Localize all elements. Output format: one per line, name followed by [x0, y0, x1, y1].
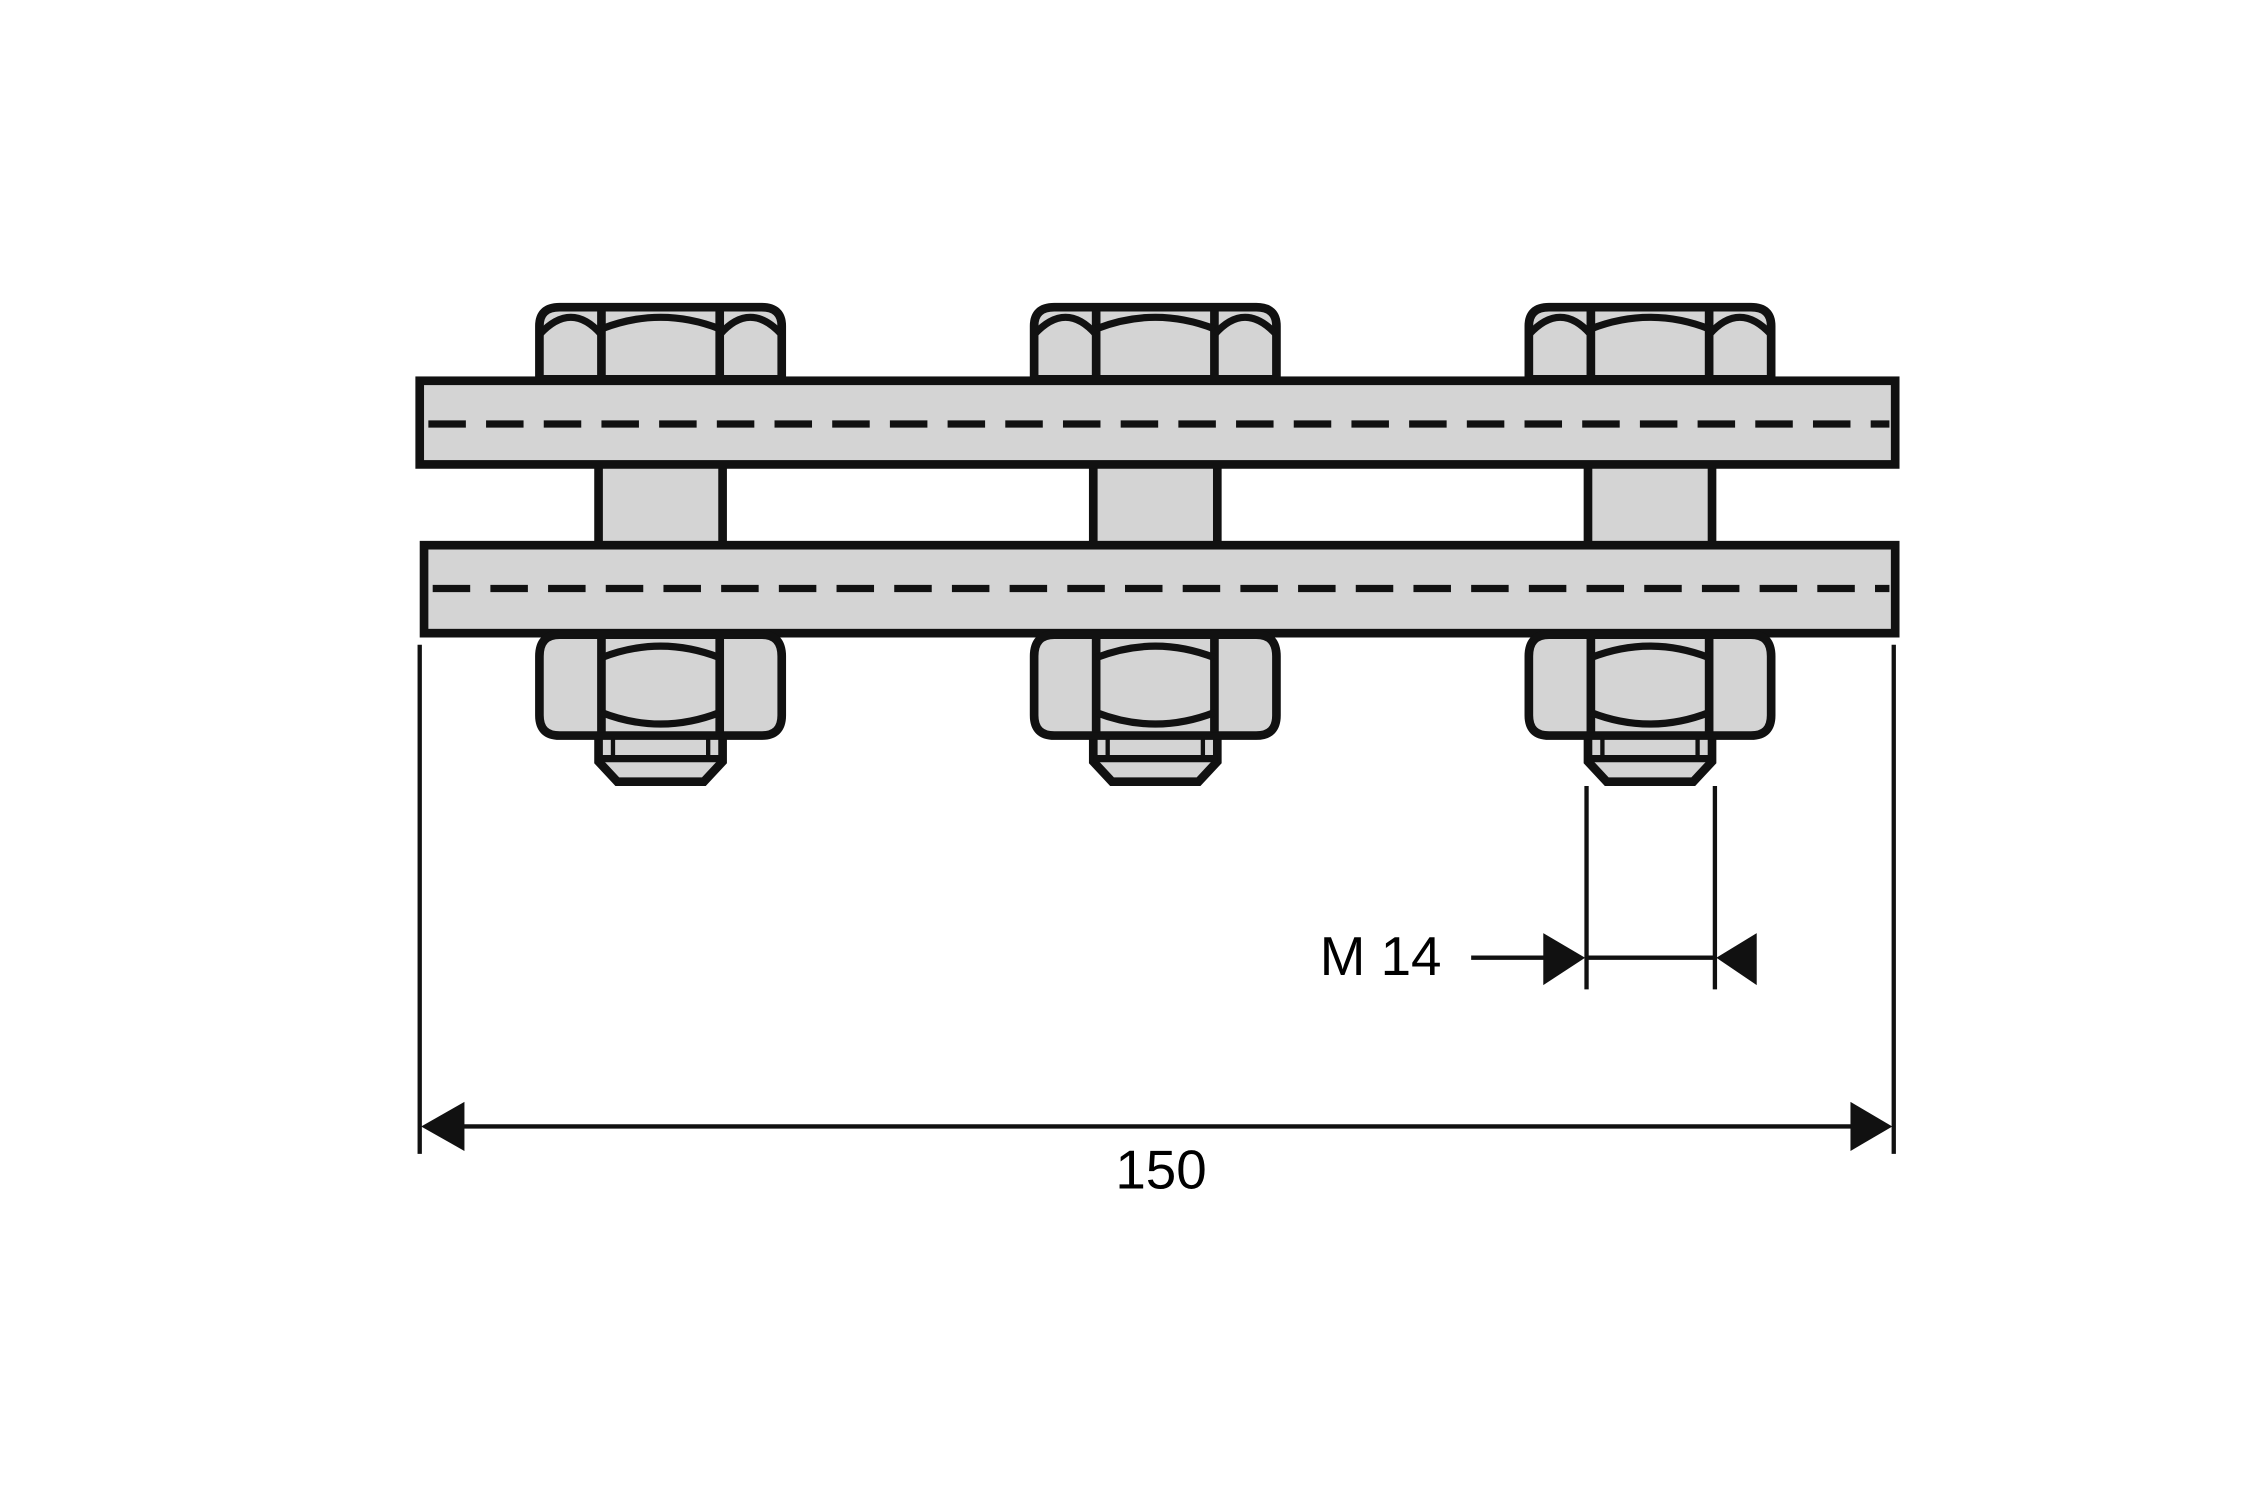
bolt-head — [1524, 302, 1776, 384]
bolt-1 — [535, 630, 787, 787]
bolt-shank — [594, 457, 727, 553]
overall-length-label: 150 — [1115, 1138, 1206, 1200]
bolt-head — [1029, 302, 1281, 384]
bolt-end — [1583, 728, 1717, 787]
arrowhead-left — [1716, 933, 1757, 986]
bolt-end — [1088, 728, 1222, 787]
bolt-3 — [1524, 630, 1776, 787]
bolt-end — [594, 728, 727, 787]
bolt-2 — [1029, 630, 1281, 787]
nut — [1524, 630, 1776, 740]
nut — [535, 630, 787, 740]
overall-dimension: 150 — [417, 644, 1896, 1200]
arrowhead-left — [421, 1101, 465, 1151]
nut — [1029, 630, 1281, 740]
bolt-shank — [1583, 457, 1717, 553]
arrowhead-right — [1850, 1101, 1893, 1151]
bolt-shank — [1088, 457, 1222, 553]
bolt-size-dimension: M 14 — [1320, 786, 1757, 990]
bolt-size-label: M 14 — [1320, 925, 1442, 987]
bolt-head — [535, 302, 787, 384]
arrowhead-right — [1543, 933, 1586, 986]
